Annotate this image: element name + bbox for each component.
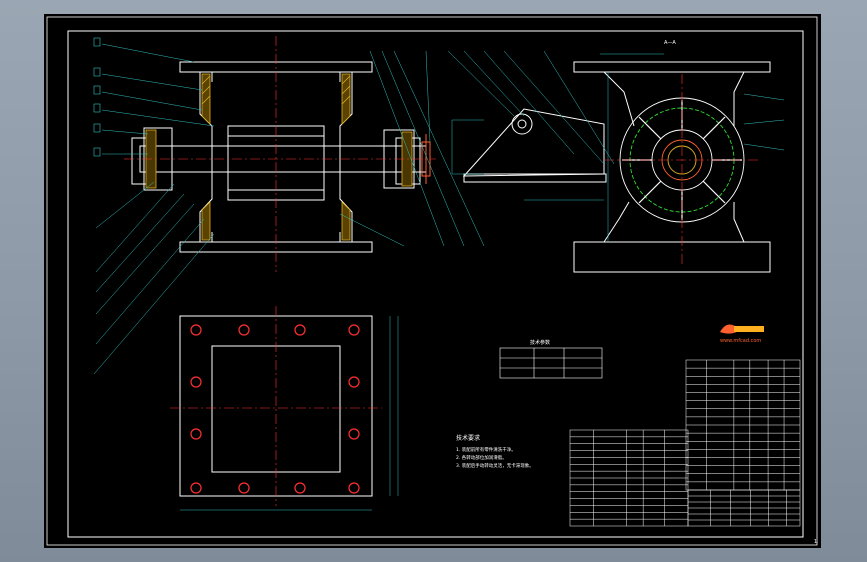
- corner-mark: 1: [813, 539, 817, 545]
- cad-drawing: 技术要求 1. 装配前所有零件清洗干净。 2. 各转动部位加润滑脂。 3. 装配…: [46, 16, 818, 546]
- note-line-3: 3. 装配后手动转动灵活，无卡滞现象。: [456, 462, 534, 469]
- bolt-hole: [190, 482, 202, 494]
- notes-title: 技术要求: [456, 434, 480, 442]
- bolt-hole: [238, 482, 250, 494]
- logo-subtext: www.mfcad.com: [720, 338, 761, 344]
- balloon-labels-left: [93, 37, 101, 157]
- bolt-hole: [348, 376, 360, 388]
- bolt-hole: [348, 482, 360, 494]
- flange-bolt-holes: [190, 324, 360, 494]
- spec-table: [499, 347, 603, 379]
- section-label: A—A: [664, 40, 676, 46]
- bolt-hole: [348, 324, 360, 336]
- drawing-border: [46, 16, 818, 546]
- bolt-hole: [238, 324, 250, 336]
- front-section-view: [124, 36, 436, 272]
- bolt-hole: [190, 376, 202, 388]
- bolt-hole: [294, 324, 306, 336]
- bolt-hole: [294, 482, 306, 494]
- cad-viewport[interactable]: 技术要求 1. 装配前所有零件清洗干净。 2. 各转动部位加润滑脂。 3. 装配…: [44, 14, 821, 548]
- bolt-hole: [348, 428, 360, 440]
- spec-table-title: 技术参数: [530, 339, 550, 346]
- technical-notes: 技术要求 1. 装配前所有零件清洗干净。 2. 各转动部位加润滑脂。 3. 装配…: [456, 434, 534, 469]
- logo: www.mfcad.com: [720, 324, 764, 344]
- title-block: [569, 359, 801, 527]
- bolt-hole: [190, 324, 202, 336]
- leader-lines-left: [93, 43, 485, 375]
- plan-view: [170, 306, 399, 511]
- bolt-hole: [190, 428, 202, 440]
- note-line-1: 1. 装配前所有零件清洗干净。: [456, 446, 516, 453]
- note-line-2: 2. 各转动部位加润滑脂。: [456, 454, 507, 461]
- side-section-view: [447, 50, 785, 273]
